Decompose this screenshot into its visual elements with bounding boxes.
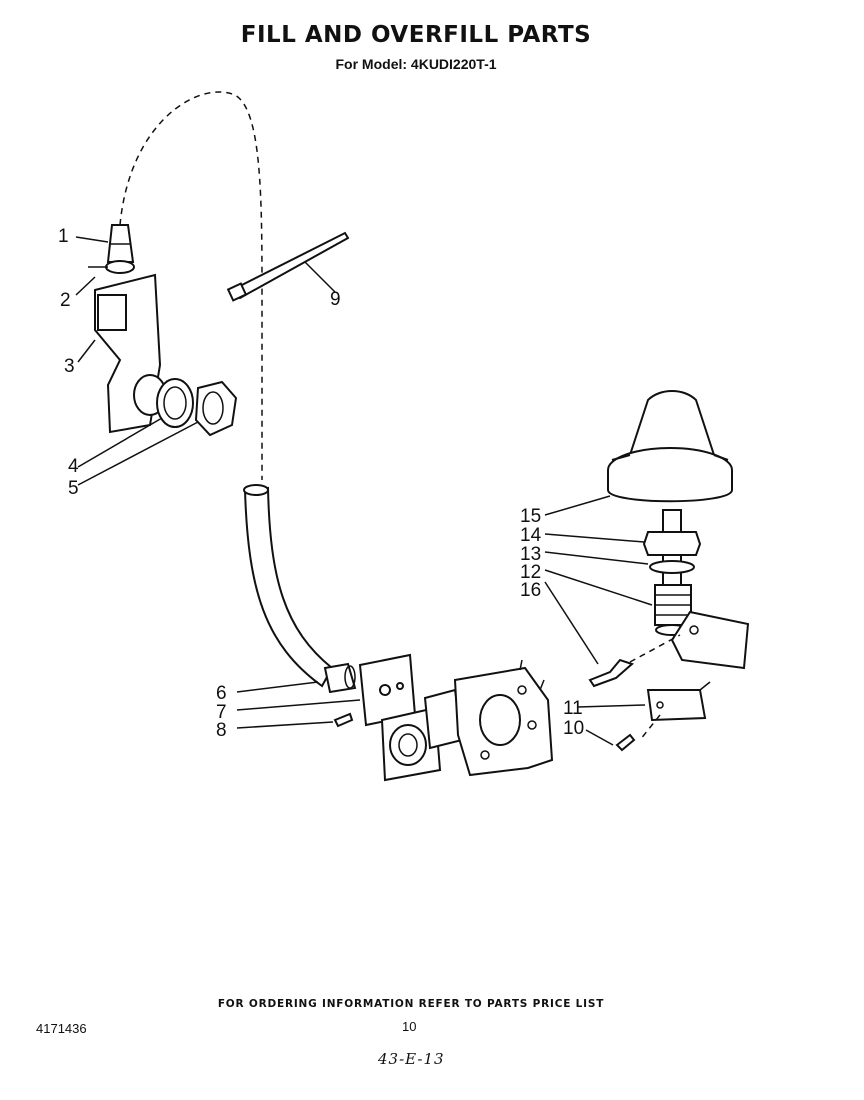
part-tie-strap — [226, 231, 350, 302]
part-lever — [588, 634, 681, 688]
fill-tube-path — [119, 91, 263, 480]
part-hex-nut — [194, 380, 238, 437]
handwritten-note: 43-E-13 — [378, 1050, 445, 1068]
exploded-parts-diagram: 1 2 3 4 5 6 7 8 9 10 11 12 13 14 15 16 — [58, 91, 750, 782]
callout-7: 7 — [216, 702, 227, 723]
callout-1: 1 — [58, 226, 69, 247]
part-float — [607, 390, 733, 503]
part-gasket — [133, 374, 194, 428]
callout-6: 6 — [216, 683, 227, 704]
callout-8: 8 — [216, 720, 227, 741]
part-fill-funnel — [106, 224, 135, 263]
callout-12: 12 — [520, 562, 541, 583]
callout-3: 3 — [64, 356, 75, 377]
callout-10: 10 — [563, 718, 584, 739]
callout-13: 13 — [520, 544, 541, 565]
callout-4: 4 — [68, 456, 79, 477]
callout-labels: 1 2 3 4 5 6 7 8 9 10 11 12 13 14 15 16 — [58, 226, 584, 741]
leader-lines — [75, 236, 653, 746]
part-screw — [333, 712, 354, 728]
part-stem-washer — [649, 560, 695, 574]
model-subtitle: For Model: 4KUDI220T-1 — [335, 56, 497, 72]
callout-14: 14 — [520, 525, 542, 546]
callout-2: 2 — [60, 290, 71, 311]
ordering-note: FOR ORDERING INFORMATION REFER TO PARTS … — [217, 998, 605, 1010]
callout-16: 16 — [520, 580, 541, 601]
callout-11: 11 — [563, 698, 583, 719]
page-number: 10 — [402, 1019, 417, 1034]
page-title: FILL AND OVERFILL PARTS — [240, 22, 592, 48]
part-switch-screw — [615, 733, 636, 752]
callout-9: 9 — [330, 289, 341, 310]
document-number: 4171436 — [36, 1021, 87, 1036]
part-clamp — [88, 260, 135, 274]
part-switch-bracket — [670, 610, 750, 670]
callout-5: 5 — [68, 478, 79, 499]
part-micro-switch — [639, 681, 711, 741]
callout-15: 15 — [520, 506, 541, 527]
part-fill-valve — [380, 659, 554, 782]
part-hose-clamp — [323, 662, 357, 694]
part-hose — [243, 484, 334, 688]
part-stem-nut — [642, 531, 702, 556]
